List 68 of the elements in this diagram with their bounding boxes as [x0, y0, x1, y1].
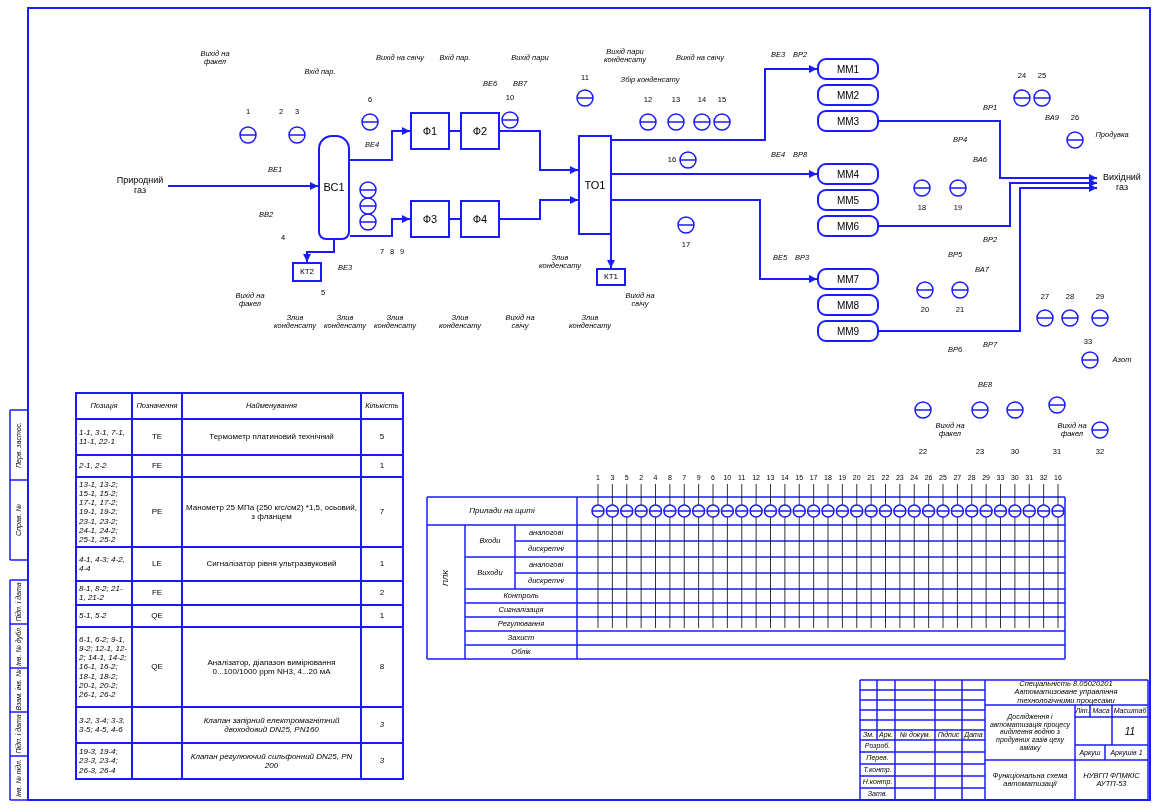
table-cell: 6-1, 6-2; 9-1, 9-2; 12-1, 12-2; 14-1, 14-2; 16-1, 16-2; 18-1, 18-2; 20-1, 20-2; 26-1, 26-2 [76, 627, 132, 707]
table-cell: QE [132, 605, 182, 627]
pipe-arrow [878, 179, 1098, 227]
table-cell: 1 [361, 547, 403, 581]
table-cell: ТЕ [132, 419, 182, 455]
filter-unit: Ф1 [410, 112, 450, 150]
table-cell: 8 [361, 627, 403, 707]
membrane-module: ММ7 [817, 268, 879, 290]
table-cell: Клапан регулюючий сильфонний DN25, PN 200 [182, 743, 361, 779]
table-cell: 1 [361, 455, 403, 477]
row-header: Прилади на щиті [469, 506, 535, 516]
pipe-arrow [499, 130, 579, 174]
membrane-module: ММ1 [817, 58, 879, 80]
flow-label: Вихідний газ [1097, 172, 1147, 194]
filter-unit: Ф4 [460, 200, 500, 238]
table-cell: 4-1, 4-3; 4-2, 4-4 [76, 547, 132, 581]
membrane-module: ММ3 [817, 110, 879, 132]
table-cell: Клапан запірний електромагнітний двоходовий DN25, PN160 [182, 707, 361, 743]
flow-label: Природний газ [112, 175, 168, 197]
condensate-trap: КТ2 [292, 262, 322, 282]
filter-unit: Ф2 [460, 112, 500, 150]
table-cell: Манометр 25 МПа (250 кгс/см2) *1,5, осьовий, з фланцем [182, 477, 361, 547]
heat-exchanger: ТО1 [578, 135, 612, 235]
membrane-module: ММ4 [817, 163, 879, 185]
pipe-arrow [303, 239, 335, 263]
table-cell: 3-2, 3-4; 3-3, 3-5; 4-5, 4-6 [76, 707, 132, 743]
table-cell: 5 [361, 419, 403, 455]
table-cell: LE [132, 547, 182, 581]
pipe-arrow [611, 170, 818, 178]
table-cell: 5-1, 5-2 [76, 605, 132, 627]
table-cell: 19-3, 19-4; 23-3, 23-4; 26-3, 26-4 [76, 743, 132, 779]
table-cell: 13-1, 13-2; 15-1, 15-2; 17-1, 17-2; 19-1, 19-2; 23-1, 23-2; 24-1, 24-2; 25-1, 25-2 [76, 477, 132, 547]
pipe-arrow [878, 120, 1098, 182]
membrane-module: ММ6 [817, 215, 879, 237]
membrane-module: ММ2 [817, 84, 879, 106]
title-block-text: 11 [1124, 725, 1136, 737]
table-cell: 1 [361, 605, 403, 627]
pipe-line [449, 218, 461, 220]
table-cell: Аналізатор, діапазон вимірювання 0...100/1000 ppm NH3, 4...20 мА [182, 627, 361, 707]
pipe-arrow [878, 184, 1098, 332]
pipe-arrow [611, 65, 818, 141]
table-cell: 2-1, 2-2 [76, 455, 132, 477]
table-cell: 2 [361, 581, 403, 605]
pipe-line [449, 130, 461, 132]
membrane-module: ММ9 [817, 320, 879, 342]
table-cell: 1-1, 3-1, 7-1, 11-1, 22-1 [76, 419, 132, 455]
pipe-arrow [349, 215, 411, 237]
table-cell: 7 [361, 477, 403, 547]
table-cell: FE [132, 455, 182, 477]
membrane-module: ММ5 [817, 189, 879, 211]
separator-vessel: ВС1 [318, 135, 350, 240]
pipe-arrow [499, 196, 579, 220]
table-cell: PE [132, 477, 182, 547]
table-cell: 3 [361, 743, 403, 779]
filter-unit: Ф3 [410, 200, 450, 238]
pipe-arrow [167, 182, 319, 190]
table-cell: Термометр платиновий технічний [182, 419, 361, 455]
table-cell: QE [132, 627, 182, 707]
group-header: ПЛК [441, 570, 451, 586]
pipe-arrow [349, 127, 411, 161]
table-cell: Сигналізатор рівня ультразвуковий [182, 547, 361, 581]
condensate-trap: КТ1 [596, 268, 626, 286]
table-cell: 3 [361, 707, 403, 743]
membrane-module: ММ8 [817, 294, 879, 316]
pipe-arrow [611, 199, 818, 283]
table-cell: 8-1, 8-2; 21-1, 21-2 [76, 581, 132, 605]
pipe-arrow [607, 234, 615, 269]
table-cell: FE [132, 581, 182, 605]
